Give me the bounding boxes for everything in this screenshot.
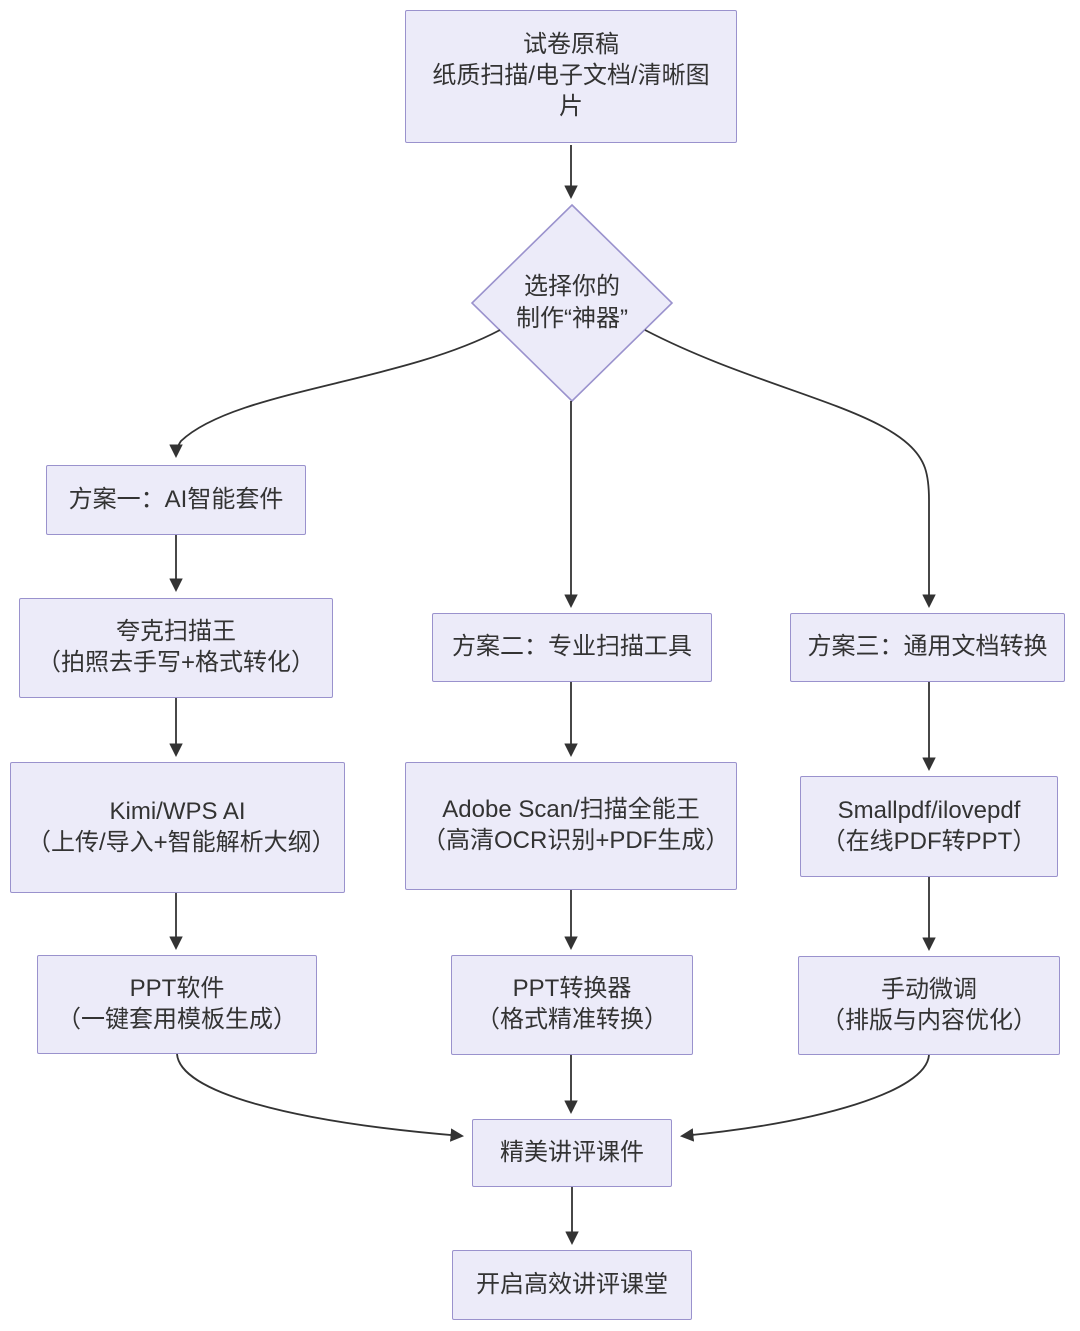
node-decision: 选择你的 制作“神器” [472, 205, 672, 401]
edge-manualtune-to-courseware [679, 1054, 930, 1142]
node-quark-subtitle: （拍照去手写+格式转化） [36, 649, 315, 676]
node-quark: 夸克扫描王 （拍照去手写+格式转化） [19, 598, 333, 698]
node-adobe-scan-title: Adobe Scan/扫描全能王 [442, 796, 700, 824]
node-courseware-title: 精美讲评课件 [500, 1138, 644, 1166]
node-source-title: 试卷原稿 [523, 31, 619, 59]
node-quark-title: 夸克扫描王 [116, 618, 236, 646]
node-adobe-scan: Adobe Scan/扫描全能王 （高清OCR识别+PDF生成） [405, 762, 737, 890]
node-plan3: 方案三：通用文档转换 [790, 613, 1065, 682]
node-kimi-subtitle: （上传/导入+智能解析大纲） [27, 828, 336, 856]
node-ppt-converter-title: PPT转换器 [512, 975, 632, 1003]
node-smallpdf: Smallpdf/ilovepdf （在线PDF转PPT） [800, 776, 1058, 877]
node-kimi-title: Kimi/WPS AI [109, 797, 246, 825]
node-source-subtitle: 纸质扫描/电子文档/清晰图片 [432, 62, 710, 120]
edge-decision-to-plan1 [169, 329, 501, 459]
node-ppt-converter-subtitle: （格式精准转换） [476, 1006, 668, 1033]
node-plan2-title: 方案二：专业扫描工具 [452, 633, 692, 661]
decision-diamond-shape [470, 203, 674, 403]
node-courseware: 精美讲评课件 [472, 1119, 672, 1187]
node-source: 试卷原稿 纸质扫描/电子文档/清晰图片 [405, 10, 737, 143]
node-classroom: 开启高效讲评课堂 [452, 1250, 692, 1320]
node-smallpdf-title: Smallpdf/ilovepdf [837, 796, 1021, 824]
node-plan1-title: 方案一：AI智能套件 [68, 485, 284, 513]
node-ppt-converter: PPT转换器 （格式精准转换） [451, 955, 693, 1055]
node-smallpdf-subtitle: （在线PDF转PPT） [821, 827, 1037, 855]
node-manual-tune-title: 手动微调 [881, 975, 977, 1003]
node-kimi: Kimi/WPS AI （上传/导入+智能解析大纲） [10, 762, 345, 893]
node-plan1: 方案一：AI智能套件 [46, 465, 306, 535]
node-adobe-scan-subtitle: （高清OCR识别+PDF生成） [422, 827, 730, 854]
node-ppt-software-title: PPT软件 [129, 974, 225, 1002]
edge-pptsoftware-to-courseware [176, 1053, 465, 1142]
node-manual-tune-subtitle: （排版与内容优化） [821, 1006, 1037, 1034]
node-plan3-title: 方案三：通用文档转换 [807, 633, 1048, 661]
node-decision-line1: 选择你的 [524, 273, 620, 301]
node-plan2: 方案二：专业扫描工具 [432, 613, 712, 682]
node-decision-line2: 制作“神器” [516, 305, 628, 332]
node-ppt-software-subtitle: （一键套用模板生成） [57, 1005, 297, 1033]
node-classroom-title: 开启高效讲评课堂 [476, 1270, 668, 1298]
edge-decision-to-plan3 [644, 329, 936, 609]
node-ppt-software: PPT软件 （一键套用模板生成） [37, 955, 317, 1054]
node-manual-tune: 手动微调 （排版与内容优化） [798, 956, 1060, 1055]
